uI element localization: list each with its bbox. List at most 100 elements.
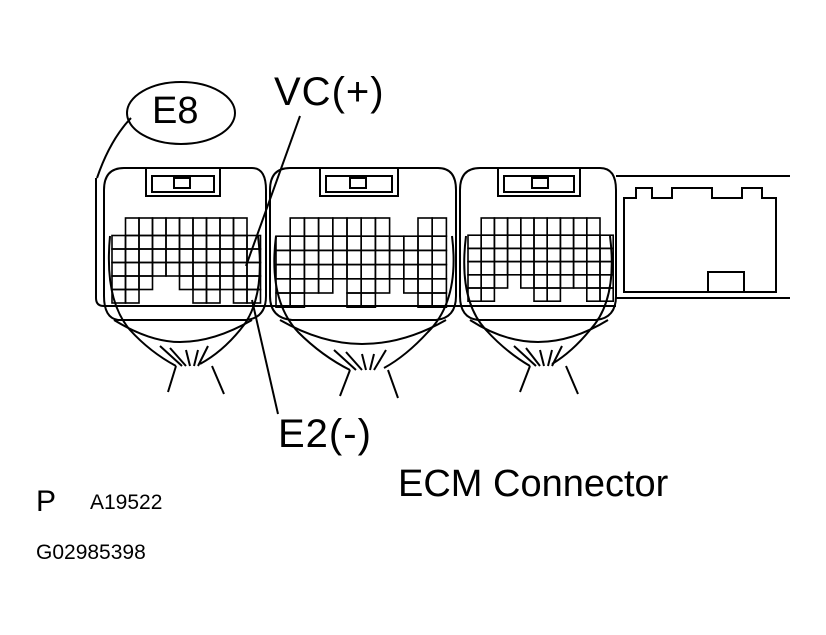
vc-leader-line xyxy=(245,115,301,267)
pin-cavity xyxy=(192,217,208,237)
pin-cavity xyxy=(317,217,334,238)
pin-cavity xyxy=(519,273,535,289)
pin-cavity xyxy=(205,261,221,277)
pin-cavity xyxy=(219,217,235,237)
pin-cavity xyxy=(289,277,306,294)
pin-cavity xyxy=(165,248,181,264)
pin-cavity xyxy=(480,287,496,302)
corner-mark: P xyxy=(36,485,57,518)
connector-1-latch-tab xyxy=(173,177,191,189)
pin-cavity xyxy=(124,261,140,277)
pin-cavity xyxy=(205,248,221,264)
pin-cavity xyxy=(138,217,154,237)
pin-cavity xyxy=(374,277,391,294)
pin-cavity xyxy=(585,273,601,289)
pin-cavity xyxy=(493,260,509,276)
pin-cavity xyxy=(572,273,588,289)
connector-2-harness xyxy=(273,235,455,371)
pin-cavity xyxy=(585,287,601,302)
pin-cavity xyxy=(331,249,348,266)
pin-cavity xyxy=(205,234,221,250)
pin-cavity xyxy=(111,248,127,264)
pin-cavity xyxy=(219,275,235,291)
pin-cavity xyxy=(431,263,448,280)
pin-cavity xyxy=(219,261,235,277)
pin-cavity xyxy=(533,234,548,250)
pin-cavity xyxy=(360,235,377,252)
pin-cavity xyxy=(519,247,535,263)
pin-cavity xyxy=(374,235,391,252)
pin-cavity xyxy=(219,234,235,250)
pin-cavity xyxy=(165,261,181,277)
pin-cavity xyxy=(165,217,181,237)
pin-cavity xyxy=(559,234,575,250)
pin-cavity xyxy=(111,234,127,250)
bracket-slot xyxy=(707,271,745,292)
connector-1-body xyxy=(103,167,267,321)
pin-cavity xyxy=(331,235,348,252)
pin-cavity xyxy=(533,273,548,289)
pin-cavity xyxy=(289,263,306,280)
pin-cavity xyxy=(402,277,419,294)
pin-cavity xyxy=(493,234,509,250)
pin-cavity xyxy=(178,217,194,237)
pin-cavity xyxy=(303,235,320,252)
pin-cavity xyxy=(275,235,291,252)
pin-cavity xyxy=(178,275,194,291)
pin-cavity xyxy=(331,217,348,238)
pin-cavity xyxy=(346,217,362,238)
pin-cavity xyxy=(467,234,482,250)
pin-cavity xyxy=(151,261,167,277)
pin-cavity xyxy=(317,249,334,266)
mount-bracket xyxy=(623,187,777,293)
connector-2-latch-tab xyxy=(349,177,367,189)
connector-1-harness xyxy=(107,235,261,367)
pin-cavity xyxy=(275,249,291,266)
pin-cavity xyxy=(178,261,194,277)
pin-cavity xyxy=(559,217,575,237)
pin-cavity xyxy=(480,234,496,250)
pin-cavity xyxy=(151,234,167,250)
pin-cavity xyxy=(585,247,601,263)
pin-cavity xyxy=(388,263,405,280)
pin-cavity xyxy=(431,277,448,294)
e2-terminal-label: E2(-) xyxy=(278,412,372,456)
pin-cavity xyxy=(519,217,535,237)
pin-cavity xyxy=(346,263,362,280)
pin-cavity xyxy=(417,249,433,266)
pin-cavity xyxy=(572,234,588,250)
connector-3-latch-tab xyxy=(531,177,549,189)
connector-1-fan xyxy=(159,345,209,367)
connector-3-cover xyxy=(469,319,609,344)
connector-3-fan xyxy=(513,345,563,367)
pin-cavity xyxy=(360,263,377,280)
pin-cavity xyxy=(232,261,248,277)
connector-2-pin-grid xyxy=(275,217,448,308)
connector-3-pin-grid xyxy=(467,217,614,302)
pin-cavity xyxy=(192,261,208,277)
pin-cavity xyxy=(219,248,235,264)
pin-cavity xyxy=(388,235,405,252)
pin-cavity xyxy=(480,260,496,276)
pin-cavity xyxy=(111,261,127,277)
connector-2 xyxy=(269,167,457,399)
pin-cavity xyxy=(506,234,522,250)
pin-cavity xyxy=(374,249,391,266)
pin-cavity xyxy=(546,217,562,237)
pin-cavity xyxy=(519,234,535,250)
pin-cavity xyxy=(303,249,320,266)
pin-cavity xyxy=(559,247,575,263)
pin-cavity xyxy=(192,248,208,264)
pin-cavity xyxy=(232,288,248,304)
pin-cavity xyxy=(431,292,448,308)
connector-id-leader xyxy=(96,117,132,179)
pin-cavity xyxy=(246,288,262,304)
pin-cavity xyxy=(374,263,391,280)
pin-cavity xyxy=(417,235,433,252)
pin-cavity xyxy=(124,275,140,291)
pin-cavity xyxy=(138,261,154,277)
pin-cavity xyxy=(546,287,562,302)
pin-cavity xyxy=(124,288,140,304)
pin-cavity xyxy=(360,217,377,238)
